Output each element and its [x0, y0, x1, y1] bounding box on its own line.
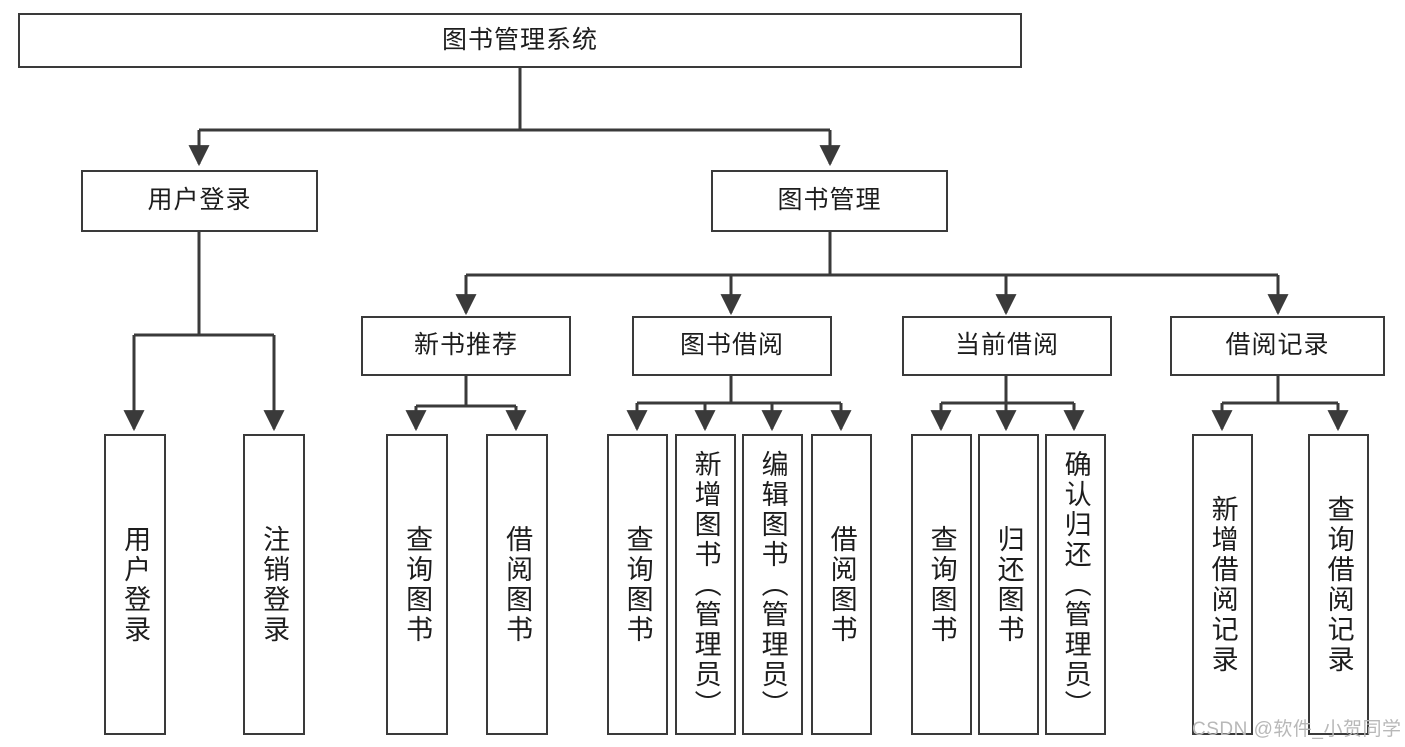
node-label: 归还图书 [993, 524, 1024, 645]
leaf-query-book-current[interactable]: 查询图书 [911, 434, 972, 735]
node-book-management-system[interactable]: 图书管理系统 [18, 13, 1022, 68]
leaf-user-login[interactable]: 用户登录 [104, 434, 166, 735]
node-label: 查询图书 [402, 524, 433, 645]
leaf-query-book-recommend[interactable]: 查询图书 [386, 434, 448, 735]
leaf-return-book[interactable]: 归还图书 [978, 434, 1039, 735]
leaf-query-borrow-record[interactable]: 查询借阅记录 [1308, 434, 1369, 735]
node-book-borrow[interactable]: 图书借阅 [632, 316, 832, 376]
node-label: 编辑图书（管理员） [757, 449, 788, 720]
node-label: 图书借阅 [679, 331, 784, 360]
leaf-add-borrow-record[interactable]: 新增借阅记录 [1192, 434, 1253, 735]
leaf-borrow-book-recommend[interactable]: 借阅图书 [486, 434, 548, 735]
node-label: 新书推荐 [413, 331, 518, 360]
node-user-login[interactable]: 用户登录 [81, 170, 318, 232]
leaf-query-book-borrow[interactable]: 查询图书 [607, 434, 668, 735]
node-label: 新增借阅记录 [1207, 494, 1238, 675]
leaf-confirm-return-admin[interactable]: 确认归还（管理员） [1045, 434, 1106, 735]
node-label: 注销登录 [259, 524, 290, 645]
node-label: 图书管理 [777, 186, 882, 215]
node-label: 借阅图书 [502, 524, 533, 645]
node-label: 新增图书（管理员） [690, 449, 721, 720]
leaf-borrow-book[interactable]: 借阅图书 [811, 434, 872, 735]
leaf-logout[interactable]: 注销登录 [243, 434, 305, 735]
leaf-edit-book-admin[interactable]: 编辑图书（管理员） [742, 434, 803, 735]
node-borrow-record[interactable]: 借阅记录 [1170, 316, 1385, 376]
node-label: 查询图书 [622, 524, 653, 645]
node-label: 查询图书 [926, 524, 957, 645]
node-book-management[interactable]: 图书管理 [711, 170, 948, 232]
node-new-book-recommend[interactable]: 新书推荐 [361, 316, 571, 376]
node-label: 确认归还（管理员） [1060, 449, 1091, 720]
node-label: 图书管理系统 [441, 25, 598, 54]
node-label: 借阅图书 [826, 524, 857, 645]
node-current-borrow[interactable]: 当前借阅 [902, 316, 1112, 376]
node-label: 查询借阅记录 [1323, 494, 1354, 675]
watermark-text: CSDN @软件_小贺同学 [1192, 719, 1402, 740]
node-label: 用户登录 [120, 524, 151, 645]
node-label: 用户登录 [147, 186, 252, 215]
leaf-add-book-admin[interactable]: 新增图书（管理员） [675, 434, 736, 735]
node-label: 借阅记录 [1225, 331, 1330, 360]
node-label: 当前借阅 [954, 331, 1059, 360]
